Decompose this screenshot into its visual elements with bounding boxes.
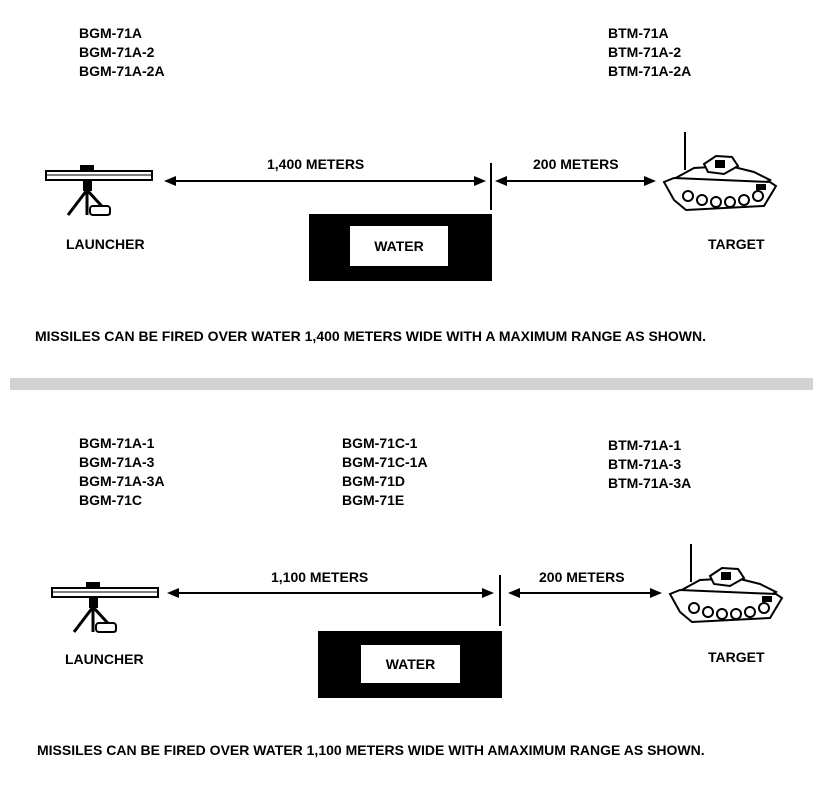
launcher-model: BGM-71A-2A: [79, 63, 165, 79]
range-arrows: [167, 575, 662, 626]
target-model: BTM-71A-2: [608, 44, 682, 60]
water-distance-label: 1,400 METERS: [267, 156, 365, 172]
tank-icon: [668, 544, 784, 624]
launcher-model-list: BGM-71A BGM-71A-2 BGM-71A-2A: [79, 24, 165, 81]
water-label: WATER: [350, 226, 448, 266]
middle-model: BGM-71E: [342, 492, 405, 508]
launcher-model: BGM-71A-3: [79, 454, 155, 470]
launcher-model-list: BGM-71A-1 BGM-71A-3 BGM-71A-3A BGM-71C: [79, 434, 165, 510]
water-distance-label: 1,100 METERS: [271, 569, 369, 585]
target-distance-arrow: [508, 588, 662, 598]
target-distance-label: 200 METERS: [539, 569, 625, 585]
launcher-model: BGM-71A: [79, 25, 143, 41]
water-distance-arrow: [164, 176, 486, 186]
launcher-icon: [45, 165, 153, 217]
tank-icon: [662, 132, 778, 212]
launcher-model: BGM-71A-3A: [79, 473, 165, 489]
bottom-diagram-panel: BGM-71A-1 BGM-71A-3 BGM-71A-3A BGM-71C B…: [0, 390, 826, 809]
range-arrows: [164, 163, 656, 210]
caption: MISSILES CAN BE FIRED OVER WATER 1,400 M…: [35, 328, 707, 344]
launcher-model: BGM-71A-2: [79, 44, 155, 60]
water-distance-arrow: [167, 588, 494, 598]
target-distance-label: 200 METERS: [533, 156, 619, 172]
launcher-label: LAUNCHER: [65, 651, 144, 667]
launcher-model: BGM-71C: [79, 492, 143, 508]
target-model: BTM-71A-3: [608, 456, 682, 472]
middle-model: BGM-71C-1A: [342, 454, 428, 470]
target-model-list: BTM-71A BTM-71A-2 BTM-71A-2A: [608, 24, 691, 81]
target-distance-arrow: [495, 176, 656, 186]
water-box: WATER: [309, 214, 492, 281]
launcher-icon: [51, 582, 159, 634]
middle-model: BGM-71D: [342, 473, 406, 489]
middle-model: BGM-71C-1: [342, 435, 418, 451]
target-model: BTM-71A: [608, 25, 669, 41]
launcher-label: LAUNCHER: [66, 236, 145, 252]
caption: MISSILES CAN BE FIRED OVER WATER 1,100 M…: [37, 742, 705, 758]
water-box: WATER: [318, 631, 502, 698]
launcher-model: BGM-71A-1: [79, 435, 155, 451]
target-model-list: BTM-71A-1 BTM-71A-3 BTM-71A-3A: [608, 436, 691, 493]
target-model: BTM-71A-1: [608, 437, 682, 453]
middle-model-list: BGM-71C-1 BGM-71C-1A BGM-71D BGM-71E: [342, 434, 428, 510]
target-model: BTM-71A-3A: [608, 475, 692, 491]
target-label: TARGET: [708, 649, 765, 665]
target-model: BTM-71A-2A: [608, 63, 692, 79]
water-label: WATER: [361, 645, 460, 683]
top-diagram-panel: BGM-71A BGM-71A-2 BGM-71A-2A BTM-71A BTM…: [0, 0, 826, 378]
target-label: TARGET: [708, 236, 765, 252]
section-divider: [10, 378, 813, 390]
